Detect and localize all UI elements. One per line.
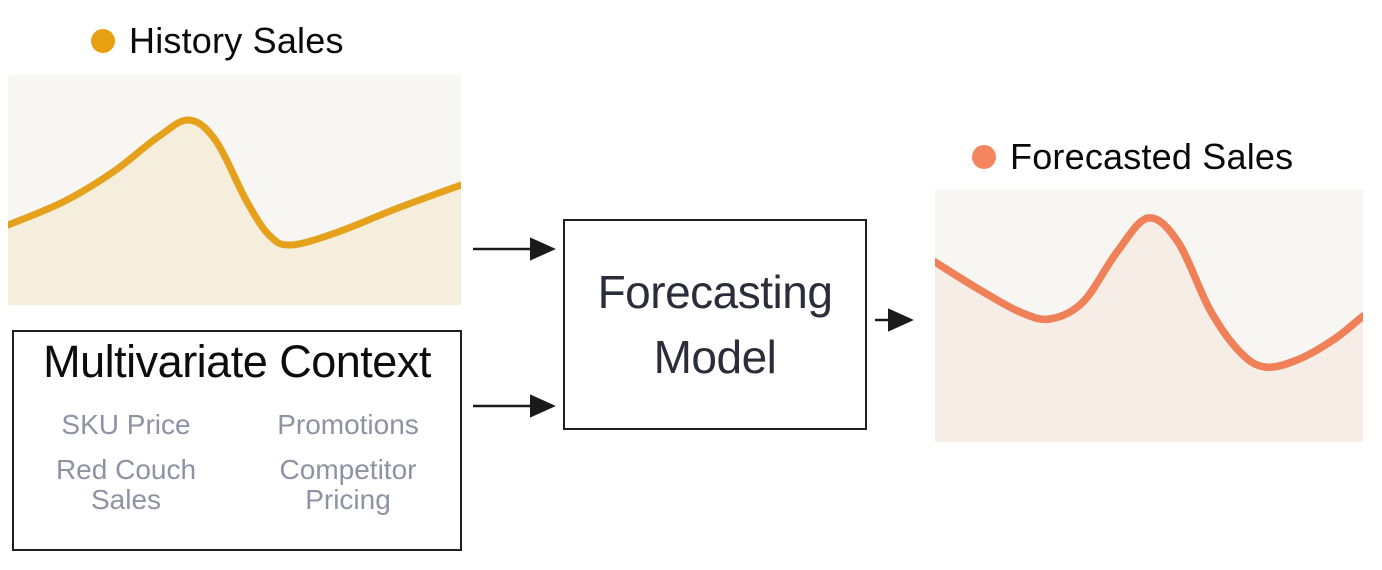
multivariate-context-title: Multivariate Context [43, 336, 431, 387]
forecast-legend-dot-icon [972, 145, 996, 169]
context-items-grid: SKU Price Promotions Red Couch Sales Com… [21, 410, 453, 514]
forecasted-sales-legend: Forecasted Sales [972, 136, 1293, 178]
forecasting-model-label-line1: Forecasting [597, 266, 833, 319]
forecast-legend-label: Forecasted Sales [1010, 136, 1294, 177]
forecasted-sales-chart [935, 190, 1363, 442]
multivariate-context-box: Multivariate Context SKU Price Promotion… [12, 330, 462, 551]
context-item-promotions: Promotions [277, 409, 419, 440]
forecasting-model-label-line2: Model [653, 330, 777, 383]
context-item-competitor-pricing: Competitor Pricing [279, 454, 417, 515]
context-item-sku-price: SKU Price [61, 409, 191, 440]
history-legend-dot-icon [91, 29, 115, 53]
history-sales-legend: History Sales [91, 20, 344, 62]
history-legend-label: History Sales [129, 20, 344, 61]
history-sales-chart [8, 75, 461, 305]
context-item-red-couch-sales: Red Couch Sales [55, 454, 197, 515]
forecasting-model-box: Forecasting Model [563, 219, 867, 430]
